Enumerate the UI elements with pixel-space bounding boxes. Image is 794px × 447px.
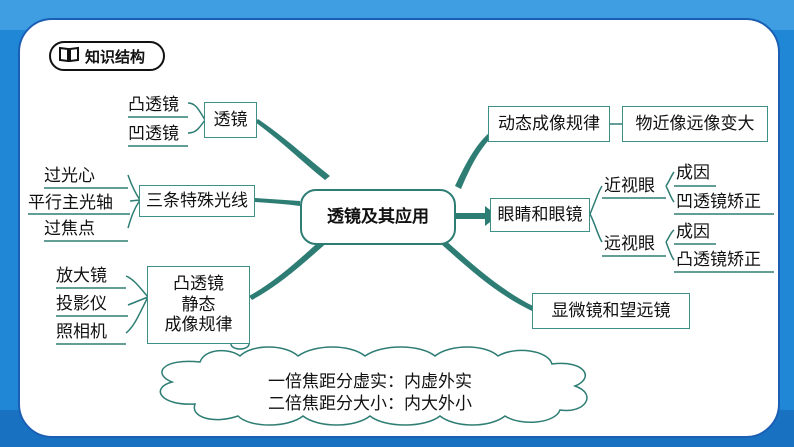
far-child-correction: 凸透镜矫正 xyxy=(676,250,761,270)
lens-child-convex: 凸透镜 xyxy=(128,95,179,115)
eye-near-sighted: 近视眼 xyxy=(604,176,655,196)
section-header: 知识结构 xyxy=(49,41,165,71)
far-child-cause: 成因 xyxy=(676,222,710,242)
static-line: 成像规律 xyxy=(164,315,233,336)
cloud-shape xyxy=(159,346,588,426)
dynamic-child-rule: 物近像远像变大 xyxy=(622,106,768,142)
near-child-cause: 成因 xyxy=(676,163,710,183)
topic-dynamic-imaging: 动态成像规律 xyxy=(488,106,610,142)
topic-lens: 透镜 xyxy=(204,102,257,138)
arrow-eye xyxy=(455,206,498,226)
lens-child-concave: 凹透镜 xyxy=(128,124,179,144)
ray-child-focus: 过焦点 xyxy=(44,219,95,239)
branch-rays xyxy=(255,198,300,206)
topic-static-imaging: 凸透镜 静态 成像规律 xyxy=(147,266,250,344)
static-line: 静态 xyxy=(181,294,216,315)
static-child-magnifier: 放大镜 xyxy=(56,266,107,286)
connector-eye-near xyxy=(589,185,603,215)
cloud-rule-line-2: 二倍焦距分大小：内大外小 xyxy=(268,394,472,414)
connector-far-children xyxy=(665,229,675,261)
ray-child-optical-center: 过光心 xyxy=(44,166,95,186)
topic-microscope-telescope: 显微镜和望远镜 xyxy=(532,293,690,329)
branch-microscope xyxy=(441,240,535,311)
eye-far-sighted: 远视眼 xyxy=(604,234,655,254)
connector-near-children xyxy=(665,171,675,203)
branch-lens xyxy=(255,119,330,180)
connector-rays-children xyxy=(127,174,141,229)
book-icon xyxy=(59,46,79,66)
section-title: 知识结构 xyxy=(85,47,146,66)
connector-lens-children xyxy=(187,102,206,134)
static-line: 凸透镜 xyxy=(173,274,224,295)
connector-static-children xyxy=(125,275,149,334)
static-child-camera: 照相机 xyxy=(56,322,107,342)
branch-dynamic xyxy=(455,132,493,189)
near-child-correction: 凹透镜矫正 xyxy=(676,192,761,212)
topic-eyes-glasses: 眼睛和眼镜 xyxy=(490,198,590,232)
static-child-projector: 投影仪 xyxy=(56,294,107,314)
ray-child-parallel-axis: 平行主光轴 xyxy=(28,193,113,213)
branch-static xyxy=(249,237,330,300)
center-topic: 透镜及其应用 xyxy=(300,189,456,245)
connector-eye-far xyxy=(589,213,603,243)
cloud-rule-line-1: 一倍焦距分虚实：内虚外实 xyxy=(268,372,472,392)
topic-special-rays: 三条特殊光线 xyxy=(139,185,255,217)
